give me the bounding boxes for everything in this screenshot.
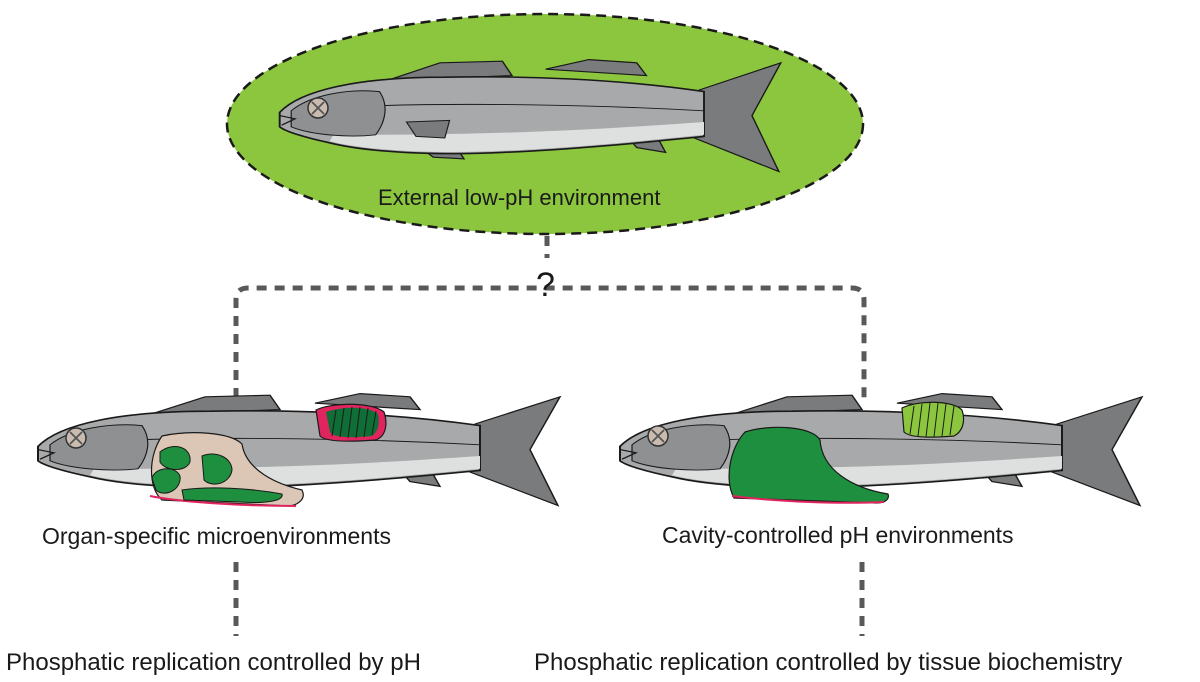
eye-cross-icon — [647, 425, 669, 447]
eye-cross-icon — [307, 97, 329, 119]
organ-stomach — [151, 468, 181, 494]
eye-cross-icon — [65, 427, 87, 449]
organ-liver — [159, 446, 191, 470]
cavity-controlled-label: Cavity-controlled pH environments — [662, 522, 1014, 548]
muscle-block — [315, 403, 387, 442]
body-cavity — [728, 426, 889, 504]
fish-illustration — [619, 392, 1143, 507]
ph-replication-label: Phosphatic replication controlled by pH — [6, 649, 421, 676]
question-mark: ? — [536, 266, 555, 304]
tissue-biochemistry-label: Phosphatic replication controlled by tis… — [534, 649, 1123, 676]
organ-specific-label: Organ-specific microenvironments — [42, 523, 391, 549]
cavity-rim — [149, 495, 297, 507]
right-fish-group — [619, 392, 1143, 507]
cavity-rim — [731, 495, 885, 504]
connector-bracket — [233, 285, 867, 398]
external-environment-group — [225, 12, 865, 236]
organ-intestine — [181, 487, 283, 503]
left-fish-group — [37, 392, 561, 507]
muscle-block — [901, 401, 965, 438]
connector-lines — [233, 236, 867, 636]
external-environment-label: External low-pH environment — [378, 185, 661, 210]
organ-gonad — [201, 453, 233, 485]
